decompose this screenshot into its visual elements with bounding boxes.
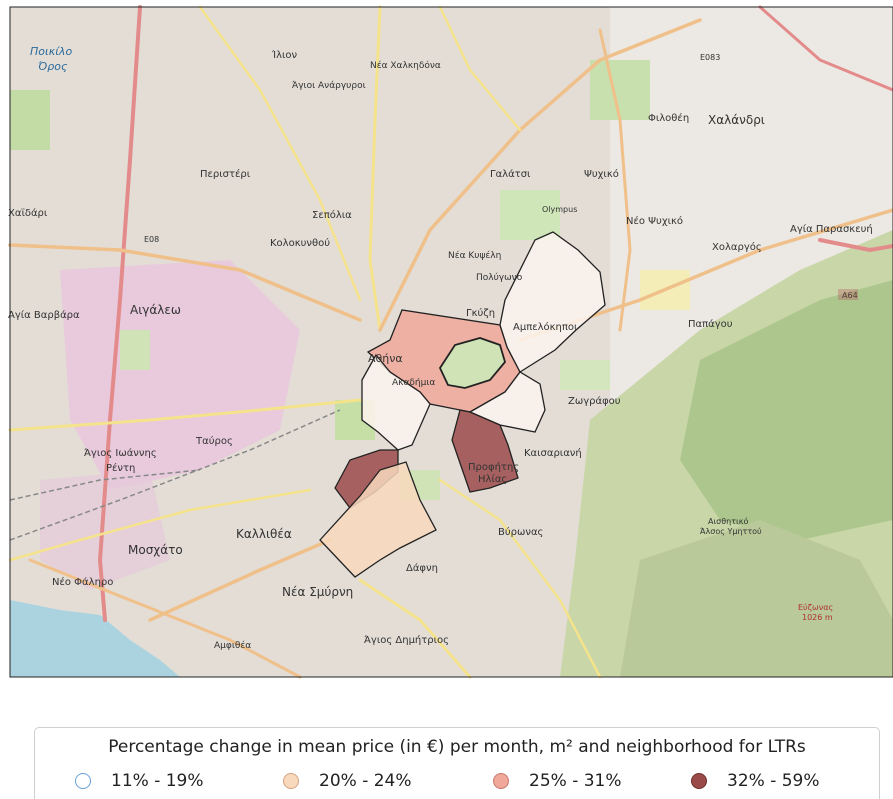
place-label: Άγιος Δημήτριος bbox=[364, 634, 449, 646]
road-shield-label: E08 bbox=[144, 235, 159, 244]
place-label: Κολοκυνθού bbox=[270, 237, 330, 249]
road-shield-label: A64 bbox=[842, 291, 858, 300]
park bbox=[560, 360, 610, 390]
place-label: 1026 m bbox=[802, 613, 833, 622]
sea bbox=[10, 600, 180, 677]
legend-label: 32% - 59% bbox=[727, 771, 820, 791]
place-label: Αμπελόκηποι bbox=[513, 321, 578, 333]
lycabettus-park bbox=[438, 337, 506, 389]
legend-swatch-circle-icon bbox=[283, 773, 299, 789]
place-label: Νέο Ψυχικό bbox=[626, 215, 683, 227]
hymettus-ridge bbox=[620, 520, 893, 677]
place-label: Γαλάτσι bbox=[490, 168, 531, 180]
legend-label: 11% - 19% bbox=[111, 771, 204, 791]
place-label: Νέα Σμύρνη bbox=[282, 585, 353, 599]
neighborhood-white bbox=[361, 353, 431, 451]
place-label: Ταύρος bbox=[195, 435, 233, 447]
hymettus-forest bbox=[680, 280, 893, 540]
place-label: Άλσος Υμηττού bbox=[700, 526, 762, 536]
legend-item: 20% - 24% bbox=[283, 770, 412, 792]
neighborhoods bbox=[319, 231, 606, 578]
place-label: Ακαδήμια bbox=[392, 378, 435, 388]
neighborhood-beige bbox=[319, 461, 437, 578]
legend-swatch-circle-icon bbox=[75, 773, 91, 789]
legend-swatch-circle-icon bbox=[493, 773, 509, 789]
place-label: Ρέντη bbox=[106, 462, 135, 474]
park bbox=[590, 60, 650, 120]
legend-swatch-circle-icon bbox=[691, 773, 707, 789]
place-label: Αιγάλεω bbox=[130, 303, 181, 317]
place-label: Ποικίλο bbox=[30, 45, 72, 58]
basemap: Ποικίλο Όρος Ίλιον Νέα Χαλκηδόνα Άγιοι Α… bbox=[8, 5, 893, 679]
place-label: Ίλιον bbox=[271, 49, 298, 61]
road-shield bbox=[838, 289, 858, 300]
place-label: Αθήνα bbox=[368, 352, 403, 365]
place-label: Περιστέρι bbox=[200, 168, 251, 180]
place-label: Άγιος Ιωάννης bbox=[84, 447, 157, 459]
place-label: Νέα Χαλκηδόνα bbox=[370, 60, 441, 71]
railway bbox=[9, 409, 341, 541]
map-labels: Ποικίλο Όρος Ίλιον Νέα Χαλκηδόνα Άγιοι Α… bbox=[8, 45, 873, 651]
place-label: Βύρωνας bbox=[498, 526, 543, 538]
legend-label: 25% - 31% bbox=[529, 771, 622, 791]
map-frame bbox=[9, 6, 893, 678]
place-label: Χολαργός bbox=[712, 241, 762, 253]
place-label: Νέο Φάληρο bbox=[52, 576, 113, 588]
industrial-zone-2 bbox=[40, 470, 170, 590]
place-label: Αμφιθέα bbox=[214, 640, 251, 651]
road-shield-label: E083 bbox=[700, 53, 720, 62]
neighborhood-white bbox=[499, 231, 606, 373]
place-label: Σεπόλια bbox=[312, 209, 352, 221]
place-label: Ζωγράφου bbox=[568, 395, 621, 407]
place-label: Όρος bbox=[38, 60, 68, 73]
legend-label: 20% - 24% bbox=[319, 771, 412, 791]
place-label: Εύζωνας bbox=[798, 602, 833, 612]
place-label: Γκύζη bbox=[466, 307, 495, 319]
place-label: Πολύγωνο bbox=[476, 272, 523, 283]
legend-item: 11% - 19% bbox=[75, 770, 204, 792]
place-label: Ηλίας bbox=[478, 473, 507, 485]
place-label: Χαλάνδρι bbox=[708, 113, 765, 127]
place-label: Προφήτης bbox=[468, 461, 519, 473]
park bbox=[10, 90, 50, 150]
place-label: Μοσχάτο bbox=[128, 543, 183, 557]
place-label: Χαϊδάρι bbox=[8, 207, 48, 219]
legend-item: 32% - 59% bbox=[691, 770, 820, 792]
legend-item: 25% - 31% bbox=[493, 770, 622, 792]
place-label: Νέα Κυψέλη bbox=[448, 250, 501, 261]
legend-title: Percentage change in mean price (in €) p… bbox=[108, 737, 806, 757]
place-label: Αισθητικό bbox=[708, 516, 748, 526]
place-label: Καλλιθέα bbox=[236, 527, 292, 541]
place-label: Olympus bbox=[542, 205, 577, 214]
place-label: Δάφνη bbox=[406, 562, 438, 574]
place-label: Φιλοθέη bbox=[648, 112, 689, 124]
park bbox=[120, 330, 150, 370]
park bbox=[500, 190, 560, 240]
place-label: Ψυχικό bbox=[584, 168, 619, 180]
place-label: Καισαριανή bbox=[524, 447, 582, 459]
place-label: Παπάγου bbox=[688, 318, 733, 330]
place-label: Αγία Βαρβάρα bbox=[8, 309, 80, 321]
neighborhood-dark bbox=[451, 409, 519, 493]
neighborhood-white bbox=[468, 371, 546, 433]
place-label: Αγία Παρασκευή bbox=[790, 223, 873, 235]
legend: Percentage change in mean price (in €) p… bbox=[34, 727, 880, 799]
place-label: Άγιοι Ανάργυροι bbox=[292, 81, 366, 91]
